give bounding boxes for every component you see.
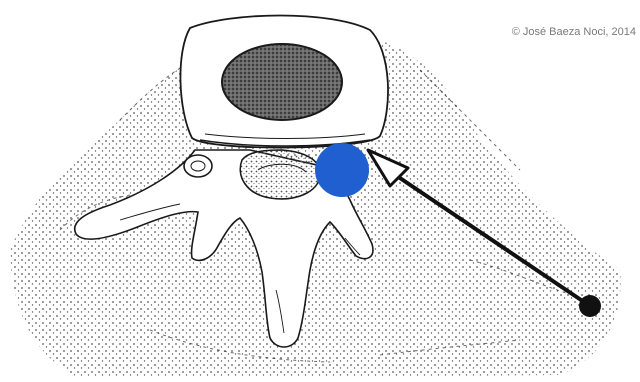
- nucleus-pulposus: [222, 44, 342, 120]
- intervertebral-disc: [180, 16, 388, 148]
- spinal-canal: [240, 150, 320, 199]
- herniation-marker: [315, 143, 369, 197]
- copyright-notice: © José Baeza Noci, 2014: [512, 26, 636, 38]
